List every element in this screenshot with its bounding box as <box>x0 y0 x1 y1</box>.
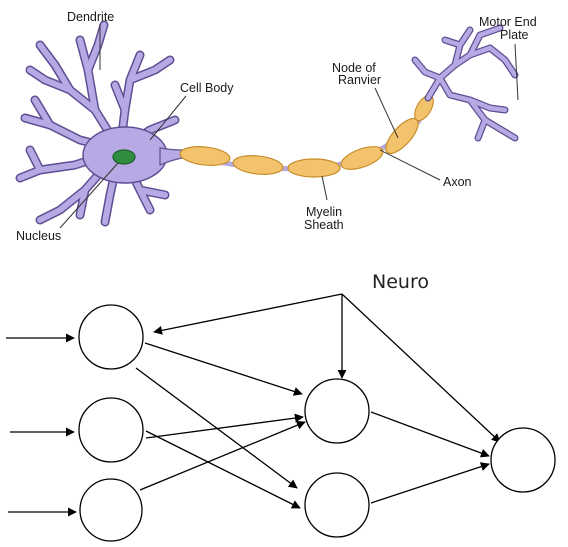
leader-axon <box>380 150 440 180</box>
myelin-segment <box>288 159 340 177</box>
myelin-segment <box>338 142 386 174</box>
leader-myelin-sheath <box>322 176 327 200</box>
hidden-node-2 <box>305 473 369 537</box>
label-motor-end-plate-line1: Motor End <box>479 15 537 29</box>
label-motor-end-plate-line2: Plate <box>500 28 529 42</box>
neural-network: Neuro <box>6 271 555 541</box>
edge-input1-hidden1 <box>145 343 302 394</box>
input-node-2 <box>79 398 143 462</box>
neuron-illustration: Dendrite Cell Body Node of Ranvier Motor… <box>16 10 537 243</box>
motor-end-plate <box>415 28 515 138</box>
label-nucleus: Nucleus <box>16 229 61 243</box>
edge-input2-hidden1 <box>146 417 303 438</box>
axon-hillock <box>160 148 182 165</box>
dendrites <box>20 25 175 222</box>
hidden-node-1 <box>305 379 369 443</box>
nucleus-shape <box>113 150 135 164</box>
myelin-segment <box>232 153 284 176</box>
leader-cell-body <box>150 96 186 140</box>
network-title: Neuro <box>372 271 429 293</box>
label-axon: Axon <box>443 175 472 189</box>
leader-node-of-ranvier <box>375 88 398 138</box>
label-myelin-sheath-line1: Myelin <box>306 205 342 219</box>
feedback-arrow-to-input-1 <box>154 294 342 332</box>
input-node-3 <box>80 479 142 541</box>
edge-hidden1-output <box>371 412 489 456</box>
edge-input2-hidden2 <box>146 431 300 508</box>
label-dendrite: Dendrite <box>67 10 114 24</box>
output-node <box>491 428 555 492</box>
label-myelin-sheath-line2: Sheath <box>304 218 344 232</box>
myelin-segments <box>179 92 437 177</box>
label-cell-body: Cell Body <box>180 81 234 95</box>
label-node-of-ranvier-line2: Ranvier <box>338 73 381 87</box>
input-node-1 <box>79 305 143 369</box>
myelin-segment <box>179 144 231 167</box>
leader-lines <box>60 24 518 228</box>
edge-hidden2-output <box>371 464 489 503</box>
